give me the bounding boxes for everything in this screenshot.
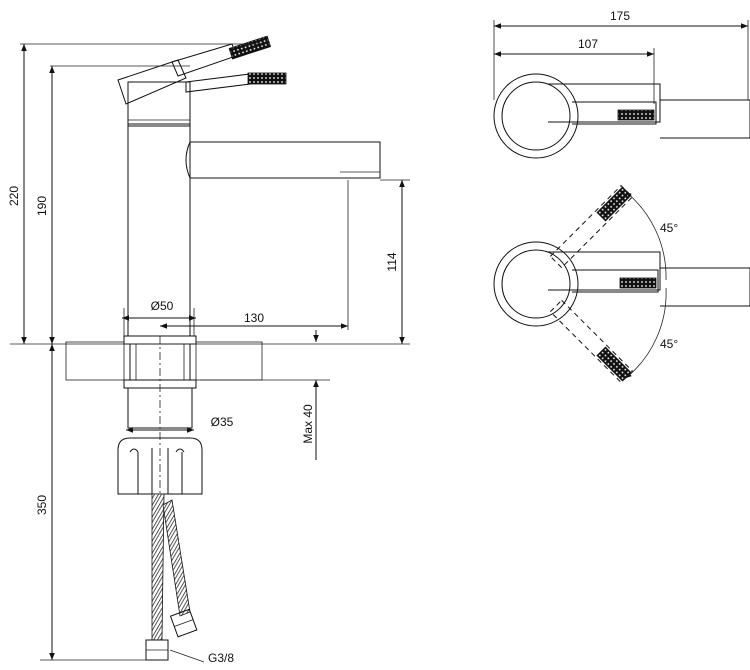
dim-max-deck-thickness: Max 40 <box>301 404 315 444</box>
dim-outlet-clearance: 114 <box>385 252 399 271</box>
dim-angle-lower: 45° <box>660 337 678 351</box>
top-view-closed: 175 107 <box>493 9 750 159</box>
mounting-shank <box>123 335 197 500</box>
dim-connection-thread: G3/8 <box>208 651 234 665</box>
dim-body-diameter: Ø50 <box>151 299 174 313</box>
top-view-rotation: 45° 45° <box>493 184 750 384</box>
dim-hose-length: 350 <box>35 495 49 515</box>
countertop-right-section <box>195 341 263 381</box>
supply-hoses <box>145 493 198 661</box>
dim-top-handle-reach: 107 <box>578 37 598 51</box>
dim-shank-diameter: Ø35 <box>211 415 234 429</box>
lever-knurled-tip <box>247 72 287 85</box>
fixing-nut <box>117 437 203 495</box>
lever-raised-position <box>117 35 272 105</box>
lever-handle <box>185 73 251 93</box>
countertop-left-section <box>65 341 125 381</box>
side-view <box>65 35 381 661</box>
dim-angle-upper: 45° <box>660 221 678 235</box>
spout <box>185 141 381 179</box>
side-view-dimensions: 220 190 114 350 Ø50 130 Ø35 Max 40 G3/8 <box>7 43 410 665</box>
faucet-body <box>127 123 191 337</box>
dim-spout-height: 190 <box>35 196 49 216</box>
cartridge-cap <box>127 81 191 127</box>
dim-total-height: 220 <box>7 186 21 206</box>
dim-spout-reach: 130 <box>244 311 264 325</box>
dim-top-width: 175 <box>610 9 630 23</box>
